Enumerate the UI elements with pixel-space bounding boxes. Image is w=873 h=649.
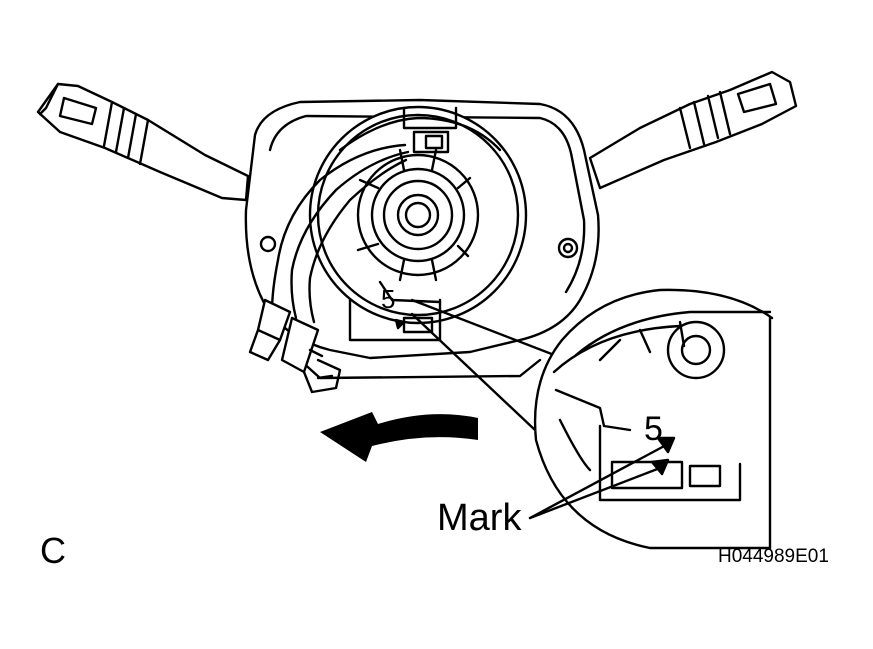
right-switch-lever xyxy=(588,70,798,190)
leader-line-lower xyxy=(528,466,662,520)
mark-number-main: 5 xyxy=(381,284,395,314)
mark-number-detail: 5 xyxy=(644,410,663,448)
left-switch-lever xyxy=(36,82,250,202)
mark-callout-label: Mark xyxy=(437,497,522,539)
figure-code-label: H044989E01 xyxy=(718,546,829,567)
mark-arrowhead-main xyxy=(394,318,406,330)
zoom-line-top xyxy=(410,298,564,360)
zoom-line-bottom xyxy=(410,312,537,432)
leader-arrowhead-upper xyxy=(656,436,676,454)
leader-line-upper xyxy=(528,442,670,520)
counterclockwise-arrow-icon xyxy=(320,412,478,462)
wire-harness xyxy=(248,143,410,394)
spiral-cable xyxy=(308,105,528,342)
leader-arrowhead-lower xyxy=(650,458,670,476)
view-letter-label: C xyxy=(40,530,66,571)
